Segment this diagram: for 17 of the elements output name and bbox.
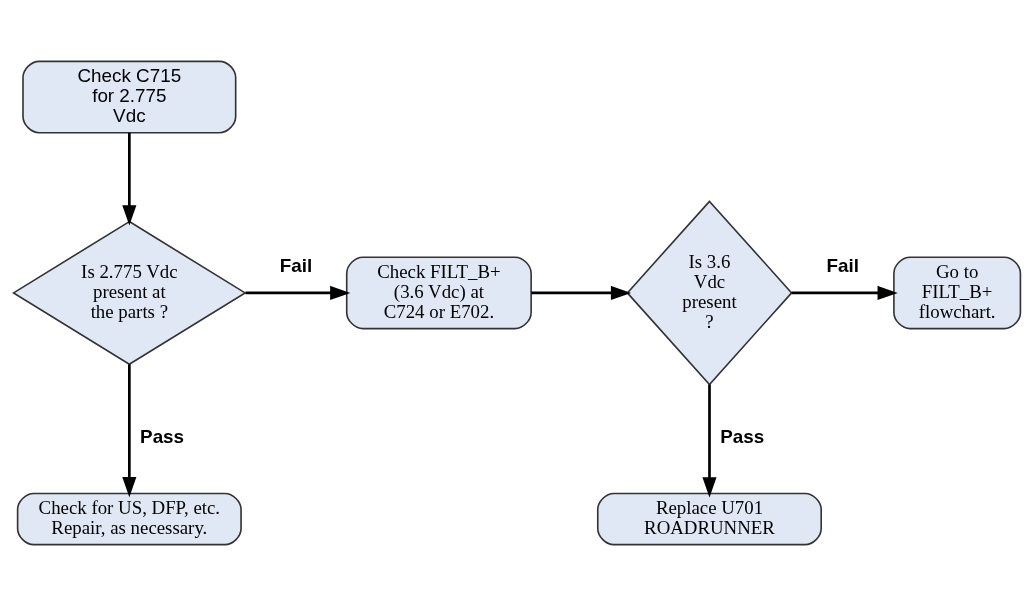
node-box: Replace U701 ROADRUNNER [596, 492, 822, 546]
arrow [702, 384, 717, 498]
edge-label: Pass [140, 426, 185, 448]
arrow [791, 285, 898, 300]
node-box: Check for US, DFP, etc. Repair, as necessary. [16, 492, 242, 546]
edge-label: Fail [279, 255, 313, 277]
node-diamond: Is 2.775 Vdc present at the parts ? [12, 220, 247, 366]
node-box: Check FILT_B+ (3.6 Vdc) at C724 or E702. [345, 256, 532, 330]
arrow [531, 285, 632, 300]
edge-label: Pass [720, 426, 765, 448]
arrow [245, 285, 351, 300]
edge-label: Fail [826, 255, 860, 277]
node-diamond: Is 3.6 Vdc present ? [626, 200, 793, 386]
node-box: Check C715 for 2.775 Vdc [22, 60, 237, 134]
arrow [122, 132, 137, 226]
arrow [122, 364, 137, 498]
node-box: Go to FILT_B+ flowchart. [893, 256, 1022, 330]
